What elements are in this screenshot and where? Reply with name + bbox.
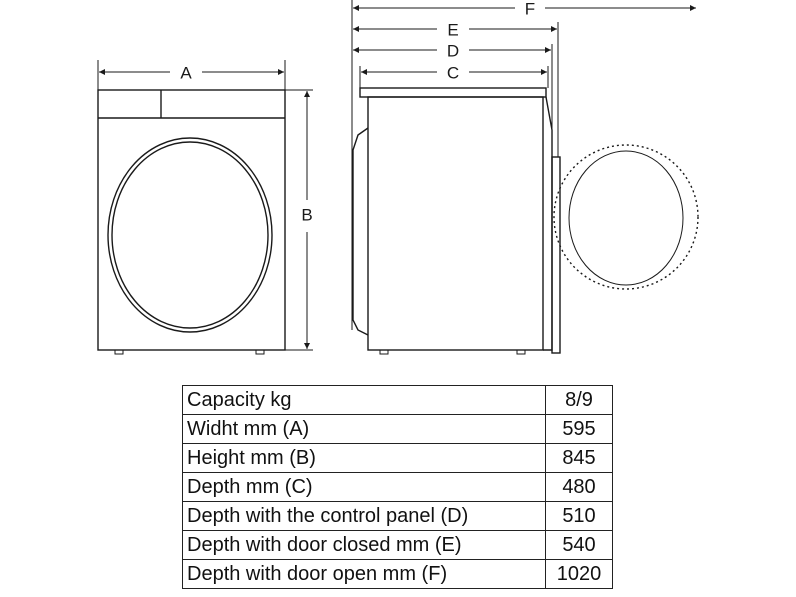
dimension-a: A [97, 60, 286, 90]
spec-value: 1020 [545, 559, 613, 589]
table-row: Widht mm (A)595 [182, 414, 613, 444]
spec-value: 845 [545, 443, 613, 473]
spec-label: Depth with the control panel (D) [182, 501, 546, 531]
spec-value: 540 [545, 530, 613, 560]
label-a: A [180, 63, 192, 82]
label-d: D [447, 41, 459, 60]
dimension-b: B [285, 89, 313, 351]
dimension-c: C [361, 63, 547, 82]
dimension-d: D [353, 41, 551, 60]
spec-value: 595 [545, 414, 613, 444]
spec-label: Depth with door open mm (F) [182, 559, 546, 589]
label-c: C [447, 63, 459, 82]
table-row: Depth with door open mm (F)1020 [182, 559, 613, 589]
spec-value: 510 [545, 501, 613, 531]
front-view [97, 89, 286, 355]
dimension-e: E [353, 20, 557, 39]
table-row: Depth with door closed mm (E)540 [182, 530, 613, 560]
table-row: Height mm (B)845 [182, 443, 613, 473]
dimension-diagram: A B F E D C [97, 0, 699, 355]
table-row: Depth mm (C)480 [182, 472, 613, 502]
spec-label: Depth with door closed mm (E) [182, 530, 546, 560]
open-door-outline [553, 144, 699, 290]
spec-label: Widht mm (A) [182, 414, 546, 444]
spec-value: 480 [545, 472, 613, 502]
spec-value: 8/9 [545, 385, 613, 415]
spec-label: Depth mm (C) [182, 472, 546, 502]
dimension-f: F [353, 0, 696, 18]
label-e: E [447, 20, 458, 39]
table-row: Depth with the control panel (D)510 [182, 501, 613, 531]
side-view [352, 87, 699, 355]
label-b: B [301, 205, 312, 224]
spec-label: Height mm (B) [182, 443, 546, 473]
spec-label: Capacity kg [182, 385, 546, 415]
label-f: F [525, 0, 535, 18]
door-ring [107, 137, 273, 333]
